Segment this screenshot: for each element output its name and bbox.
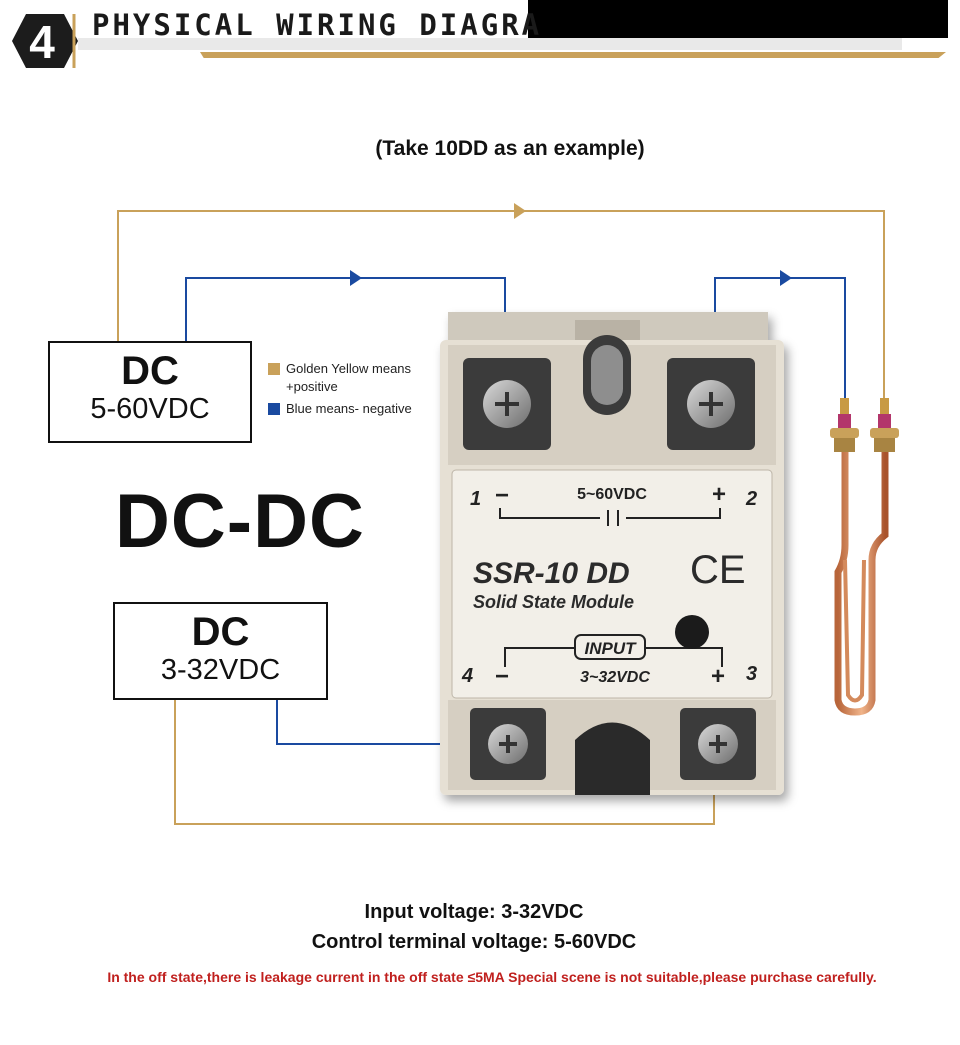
module-name: Solid State Module [473, 592, 634, 612]
step-number: 4 [29, 16, 55, 68]
input-voltage-spec: Input voltage: 3-32VDC [364, 901, 584, 923]
terminal-screw-2 [687, 380, 735, 428]
control-supply-box: DC 3-32VDC [113, 602, 328, 700]
output-bracket [499, 508, 721, 526]
terminal-screw-4 [488, 724, 528, 764]
header-grey-bar [78, 38, 902, 50]
positive-wire-load [117, 210, 885, 398]
terminal-screw-1 [483, 380, 531, 428]
negative-wire-arrow-1 [350, 270, 362, 286]
terminal-2-label: 2 [745, 488, 757, 510]
terminal-1-label: 1 [470, 488, 481, 510]
terminal-2-plus: + [712, 481, 726, 508]
output-range-label: 5~60VDC [577, 486, 647, 503]
legend-swatch-gold [268, 363, 280, 375]
positive-wire-arrow [514, 203, 526, 219]
input-range-label: 3~32VDC [580, 669, 650, 686]
wire-color-legend: Golden Yellow means +positive Blue means… [268, 360, 416, 418]
negative-wire-arrow-2 [780, 270, 792, 286]
terminal-1-minus: − [495, 482, 509, 509]
input-label: INPUT [585, 639, 638, 658]
terminal-4-minus: − [495, 663, 509, 690]
step-number-badge: 4 [12, 14, 78, 68]
leakage-warning: In the off state,there is leakage curren… [107, 969, 877, 985]
input-bracket [504, 647, 723, 667]
input-label-box [574, 634, 646, 660]
section-title: PHYSICAL WIRING DIAGRA [92, 8, 543, 42]
model-number: SSR-10 DD [473, 557, 630, 590]
terminal-4-label: 4 [461, 665, 473, 687]
diagram-subtitle: (Take 10DD as an example) [375, 137, 645, 160]
load-supply-voltage: 5-60VDC [90, 393, 210, 425]
control-supply-voltage: 3-32VDC [160, 654, 281, 686]
mode-label: DC-DC [115, 479, 365, 564]
terminal-3-plus: + [711, 663, 725, 690]
legend-swatch-blue [268, 403, 280, 415]
header-black-bar [528, 0, 948, 38]
terminal-3-label: 3 [746, 663, 757, 685]
control-supply-title: DC [191, 610, 250, 654]
load-supply-title: DC [121, 349, 179, 393]
legend-negative-label: Blue means- negative [286, 401, 412, 416]
legend-positive-label: Golden Yellow means +positive [286, 361, 412, 394]
legend-negative: Blue means- negative [268, 400, 416, 418]
legend-positive: Golden Yellow means +positive [268, 360, 416, 396]
load-supply-box: DC 5-60VDC [48, 341, 252, 443]
negative-wire-control [276, 700, 505, 745]
ce-mark: CE [690, 548, 746, 592]
heating-element-icon [830, 398, 899, 716]
header-gold-underline [200, 52, 946, 58]
terminal-screw-3 [698, 724, 738, 764]
indicator-led [675, 615, 709, 649]
control-voltage-spec: Control terminal voltage: 5-60VDC [311, 931, 637, 953]
